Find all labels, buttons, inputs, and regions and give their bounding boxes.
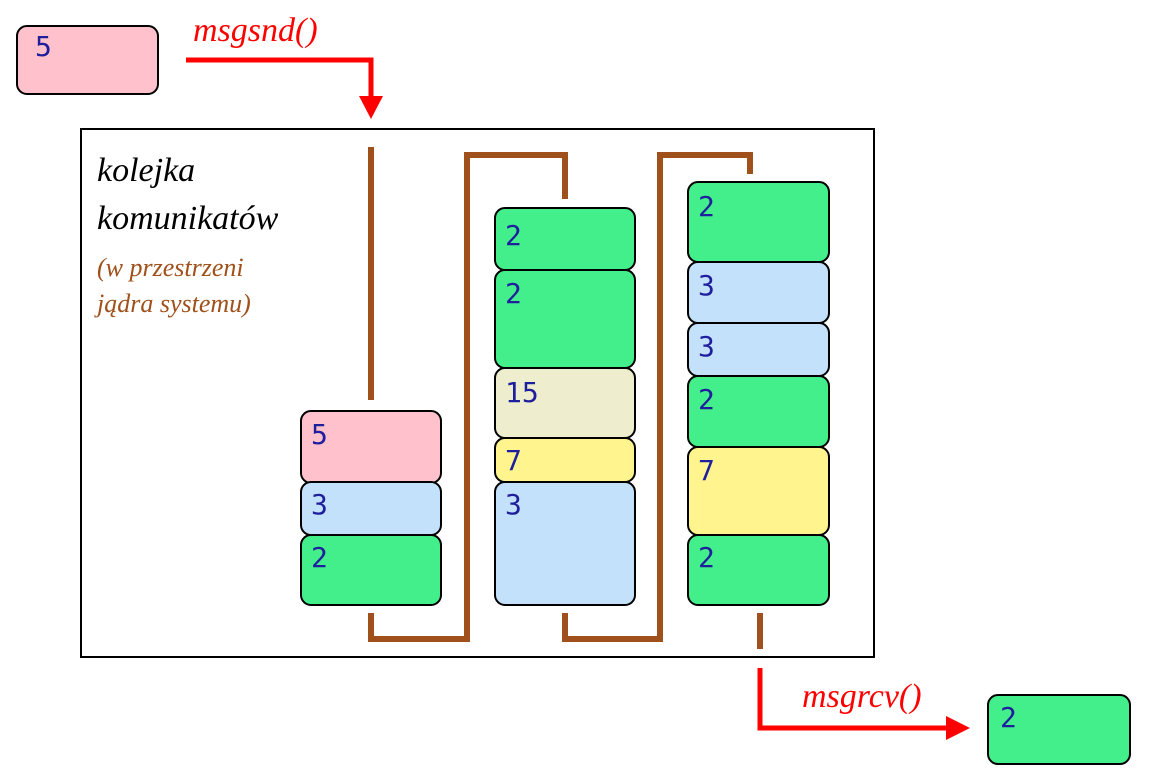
message-type: 2 (311, 541, 328, 574)
message-block[interactable]: 2 (687, 534, 830, 606)
pipe-link-2-3 (562, 152, 753, 642)
queue-pipe (368, 147, 763, 649)
send-arrowhead (359, 96, 383, 119)
incoming-message[interactable]: 5 (16, 25, 159, 95)
message-type: 7 (698, 454, 715, 487)
message-type: 3 (698, 269, 715, 302)
message-type: 3 (311, 488, 328, 521)
message-type: 2 (505, 219, 522, 252)
message-box (300, 534, 442, 606)
send-call-label: msgsnd() (193, 12, 318, 49)
recv-arrowhead (946, 716, 970, 740)
message-block[interactable]: 5 (300, 410, 442, 484)
queue-frame (80, 128, 875, 658)
message-type: 15 (505, 376, 539, 409)
message-box (687, 534, 830, 606)
queue-column-3: 2 3 3 2 7 2 (687, 181, 830, 606)
message-type: 3 (698, 330, 715, 363)
message-type: 2 (505, 277, 522, 310)
queue-title-line1: kolejka (97, 152, 195, 189)
message-block[interactable]: 2 (300, 534, 442, 606)
message-type: 3 (505, 488, 522, 521)
message-type: 2 (698, 541, 715, 574)
message-box (494, 481, 636, 606)
message-type: 5 (311, 418, 328, 451)
message-block[interactable]: 7 (494, 437, 636, 483)
outgoing-message-type: 2 (1000, 701, 1017, 734)
message-block[interactable]: 2 (687, 181, 830, 263)
outgoing-message[interactable]: 2 (987, 694, 1131, 765)
message-block[interactable]: 7 (687, 446, 830, 536)
message-block[interactable]: 3 (687, 322, 830, 377)
message-block[interactable]: 15 (494, 367, 636, 439)
queue-subtitle-line2: jądra systemu) (94, 289, 251, 318)
incoming-message-box (16, 25, 159, 95)
queue-column-1: 5 3 2 (300, 410, 442, 606)
message-block[interactable]: 3 (687, 261, 830, 324)
send-arrow (186, 57, 374, 100)
outgoing-message-box (987, 694, 1131, 765)
message-type: 2 (698, 383, 715, 416)
message-block[interactable]: 2 (494, 207, 636, 271)
incoming-message-type: 5 (35, 30, 52, 63)
message-block[interactable]: 3 (300, 481, 442, 536)
queue-title-line2: komunikatów (97, 200, 279, 237)
message-type: 2 (698, 190, 715, 223)
queue-subtitle-line1: (w przestrzeni (97, 253, 244, 282)
message-block[interactable]: 2 (687, 375, 830, 448)
message-block[interactable]: 3 (494, 481, 636, 606)
pipe-link-1-2 (368, 152, 568, 642)
recv-call-label: msgrcv() (802, 678, 922, 715)
message-block[interactable]: 2 (494, 269, 636, 369)
recv-arrow (757, 668, 950, 731)
queue-column-2: 2 2 15 7 3 (494, 207, 636, 606)
message-type: 7 (505, 444, 522, 477)
